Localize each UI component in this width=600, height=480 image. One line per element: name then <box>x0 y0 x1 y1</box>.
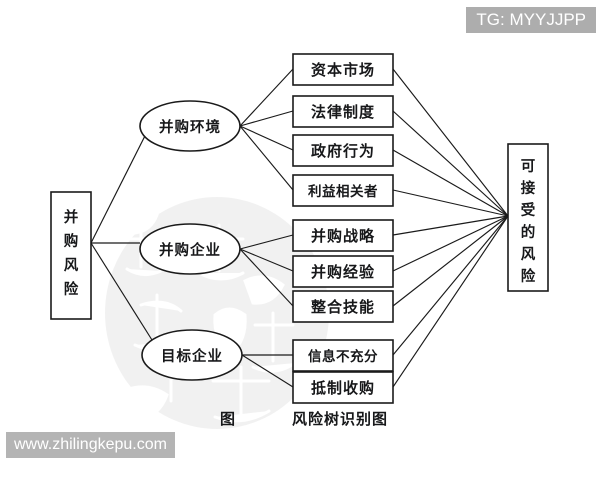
node-branch-0[interactable]: 并购环境 <box>139 100 241 152</box>
connector-b0-leaf-2 <box>239 125 294 151</box>
connector-b0-leaf-1 <box>239 110 294 127</box>
top-watermark-badge: TG: MYYJJPP <box>466 7 596 33</box>
leaf-box-6[interactable] <box>292 290 394 323</box>
caption-prefix: 图 <box>220 411 236 428</box>
leaf-label-2: 政府行为 <box>311 142 375 160</box>
leaf-label-6: 整合技能 <box>311 298 375 316</box>
connector-leaf-7-outcome <box>392 215 509 356</box>
branch-1-label: 并购企业 <box>159 241 221 259</box>
bottom-watermark-badge: www.zhilingkepu.com <box>6 432 175 458</box>
connectors-branch-0-to-leaves <box>239 68 294 191</box>
connector-leaf-0-outcome <box>392 68 509 217</box>
outcome-label-char-2: 受 <box>521 201 536 219</box>
figure-caption: 图 风险树识别图 <box>220 410 388 428</box>
branch-0-label: 并购环境 <box>159 118 221 136</box>
outcome-label-char-3: 的 <box>521 223 536 241</box>
connector-b0-leaf-0 <box>239 68 294 127</box>
outcome-label-char-5: 险 <box>521 267 536 285</box>
connector-b1-leaf-2 <box>239 248 294 307</box>
connector-leaf-6-outcome <box>392 215 509 307</box>
branch-0-ellipse[interactable] <box>139 100 241 152</box>
leaf-label-8: 抵制收购 <box>311 379 375 397</box>
connector-b2-leaf-1 <box>241 354 294 388</box>
bottom-watermark-text: www.zhilingkepu.com <box>14 436 167 453</box>
leaf-label-1: 法律制度 <box>311 103 375 121</box>
connector-leaf-2-outcome <box>392 149 509 217</box>
top-watermark-text: TG: MYYJJPP <box>476 10 586 29</box>
root-label-char-3: 险 <box>64 280 79 298</box>
connector-leaf-8-outcome <box>392 215 509 388</box>
outcome-label-char-1: 接 <box>521 179 536 197</box>
connector-leaf-4-outcome <box>392 215 509 236</box>
leaf-label-3: 利益相关者 <box>308 183 378 199</box>
connector-leaf-3-outcome <box>392 189 509 217</box>
root-box[interactable] <box>50 191 92 320</box>
node-leaf-legal-system[interactable]: 法律制度 <box>292 95 394 128</box>
connector-leaf-1-outcome <box>392 110 509 217</box>
branch-2-label: 目标企业 <box>161 347 223 365</box>
node-root[interactable]: 并 购 风 险 <box>50 191 92 320</box>
connector-b1-leaf-0 <box>239 234 294 250</box>
caption-title: 风险树识别图 <box>292 410 388 428</box>
node-outcome[interactable]: 可 接 受 的 风 险 <box>507 143 549 292</box>
root-label-char-2: 风 <box>64 257 79 274</box>
node-leaf-insufficient-information[interactable]: 信息不充分 <box>292 339 394 372</box>
connector-b0-leaf-3 <box>239 125 294 191</box>
node-leaf-resist-acquisition[interactable]: 抵制收购 <box>292 371 394 404</box>
node-leaf-ma-experience[interactable]: 并购经验 <box>292 255 394 288</box>
leaf-box-3[interactable] <box>292 174 394 207</box>
connector-leaf-5-outcome <box>392 215 509 272</box>
leaf-box-4[interactable] <box>292 219 394 252</box>
root-label-char-0: 并 <box>64 208 79 226</box>
node-leaf-government-behavior[interactable]: 政府行为 <box>292 134 394 167</box>
outcome-box[interactable] <box>507 143 549 292</box>
branch-2-ellipse[interactable] <box>141 329 243 381</box>
leaf-box-5[interactable] <box>292 255 394 288</box>
root-label-char-1: 购 <box>64 232 79 250</box>
connectors-branch-1-to-leaves <box>239 234 294 307</box>
connector-root-to-branch-2 <box>90 242 153 341</box>
outcome-label-char-4: 风 <box>521 246 536 263</box>
branch-1-ellipse[interactable] <box>139 223 241 275</box>
leaf-box-0[interactable] <box>292 53 394 86</box>
leaf-label-5: 并购经验 <box>311 263 375 281</box>
node-leaf-integration-skill[interactable]: 整合技能 <box>292 290 394 323</box>
outcome-label-char-0: 可 <box>521 158 536 175</box>
leaf-box-7[interactable] <box>292 339 394 372</box>
connectors-leaves-to-outcome <box>392 68 509 388</box>
leaf-label-7: 信息不充分 <box>308 348 378 364</box>
node-leaf-ma-strategy[interactable]: 并购战略 <box>292 219 394 252</box>
leaf-label-0: 资本市场 <box>311 61 375 79</box>
connector-b1-leaf-1 <box>239 248 294 272</box>
connectors-branch-2-to-leaves <box>241 354 294 388</box>
node-leaf-stakeholders[interactable]: 利益相关者 <box>292 174 394 207</box>
leaf-box-8[interactable] <box>292 371 394 404</box>
node-branch-1[interactable]: 并购企业 <box>139 223 241 275</box>
leaf-box-1[interactable] <box>292 95 394 128</box>
node-leaf-capital-market[interactable]: 资本市场 <box>292 53 394 86</box>
connectors-root-to-branches <box>90 111 158 341</box>
leaf-box-2[interactable] <box>292 134 394 167</box>
leaf-label-4: 并购战略 <box>311 227 375 245</box>
node-branch-2[interactable]: 目标企业 <box>141 329 243 381</box>
